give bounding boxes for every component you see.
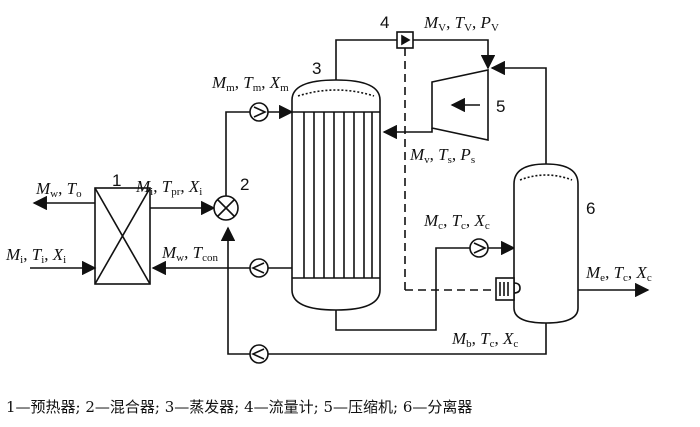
pump-condensate xyxy=(249,258,269,278)
stream-recirc-up xyxy=(220,226,250,355)
stream-evap-to-separator xyxy=(335,247,470,331)
label-mw-tcon: Mw, Tcon xyxy=(162,243,218,264)
number-evaporator: 3 xyxy=(312,59,322,78)
separator xyxy=(513,163,579,324)
stream-mv-tv-pv xyxy=(413,39,496,70)
number-compressor: 5 xyxy=(496,97,506,116)
label-me-tc-xc: Me, Tc, Xc xyxy=(586,263,652,284)
figure-caption: 1—预热器; 2—混合器; 3—蒸发器; 4—流量计; 5—压缩机; 6—分离器 xyxy=(6,398,473,416)
flow-meter xyxy=(396,31,414,49)
preheater xyxy=(94,187,151,285)
label-mm-tm-xm: Mm, Tm, Xm xyxy=(212,73,289,94)
pump-separator-feed xyxy=(469,238,489,258)
label-mc-tc-xc: Mc, Tc, Xc xyxy=(424,211,490,232)
pump-recirc xyxy=(249,344,269,364)
evaporator xyxy=(291,79,381,311)
label-mv-tv-pv: MV, TV, PV xyxy=(424,13,499,34)
number-preheater: 1 xyxy=(112,171,122,190)
stream-evap-vapor xyxy=(335,39,397,80)
number-separator: 6 xyxy=(586,199,596,218)
label-mv-ts-ps: Mv, Ts, Ps xyxy=(410,145,476,166)
label-mb-tc-xc: Mb, Tc, Xc xyxy=(452,329,519,350)
compressor xyxy=(431,69,489,141)
pump-feed xyxy=(249,102,269,122)
level-sensor xyxy=(495,277,521,301)
stream-mv-ts-ps xyxy=(382,124,433,140)
stream-mb-tc-xc xyxy=(268,323,547,355)
label-mi-tpr-xi: Mi, Tpr, Xi xyxy=(136,177,203,198)
stream-mixer-to-pump xyxy=(225,111,250,196)
mixer xyxy=(213,195,239,221)
stream-separator-vapor xyxy=(490,60,547,164)
label-mw-to: Mw, To xyxy=(36,179,82,200)
number-mixer: 2 xyxy=(240,175,250,194)
number-flow-meter: 4 xyxy=(380,13,390,32)
label-mi-ti-xi: Mi, Ti, Xi xyxy=(6,245,67,266)
